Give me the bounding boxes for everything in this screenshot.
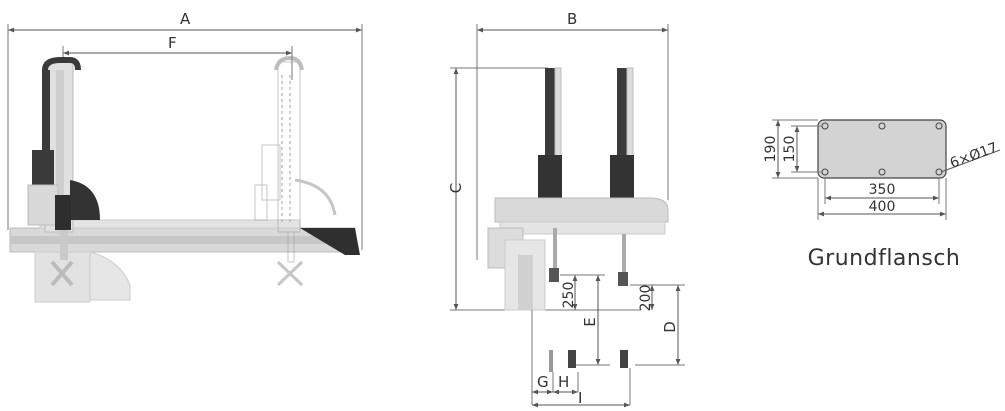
flange-plate [817,119,947,179]
flange-350-label: 350 [869,182,896,198]
ghost-arm [254,55,337,287]
flange-400-label: 400 [869,199,896,215]
dimension-b-label: B [567,10,577,28]
flange-holes-label: 6×Ø17 [948,140,1000,172]
dimension-250-label: 250 [561,282,577,309]
hole-icon [935,122,943,130]
dimension-h-label: H [558,373,569,391]
dimension-a-label: A [180,10,191,28]
front-view: A F [7,10,363,303]
hole-icon [878,122,886,130]
flange-190-label: 190 [763,136,779,163]
side-carriage [494,197,669,223]
dimension-i-label: I [578,389,582,407]
dimension-d-label: D [661,321,679,333]
dimension-f-label: F [168,34,177,52]
dimension-g-label: G [537,373,549,391]
hole-icon [878,168,886,176]
side-view: B C 250 200 E [447,10,685,408]
dimension-c-label: C [447,183,465,193]
flange-view: 190 150 350 400 6×Ø17 Grundflansch [763,119,1001,271]
dimension-200-label: 200 [638,285,654,312]
dimension-e-label: E [581,317,599,326]
flange-150-label: 150 [782,136,798,163]
flange-caption: Grundflansch [808,246,961,271]
